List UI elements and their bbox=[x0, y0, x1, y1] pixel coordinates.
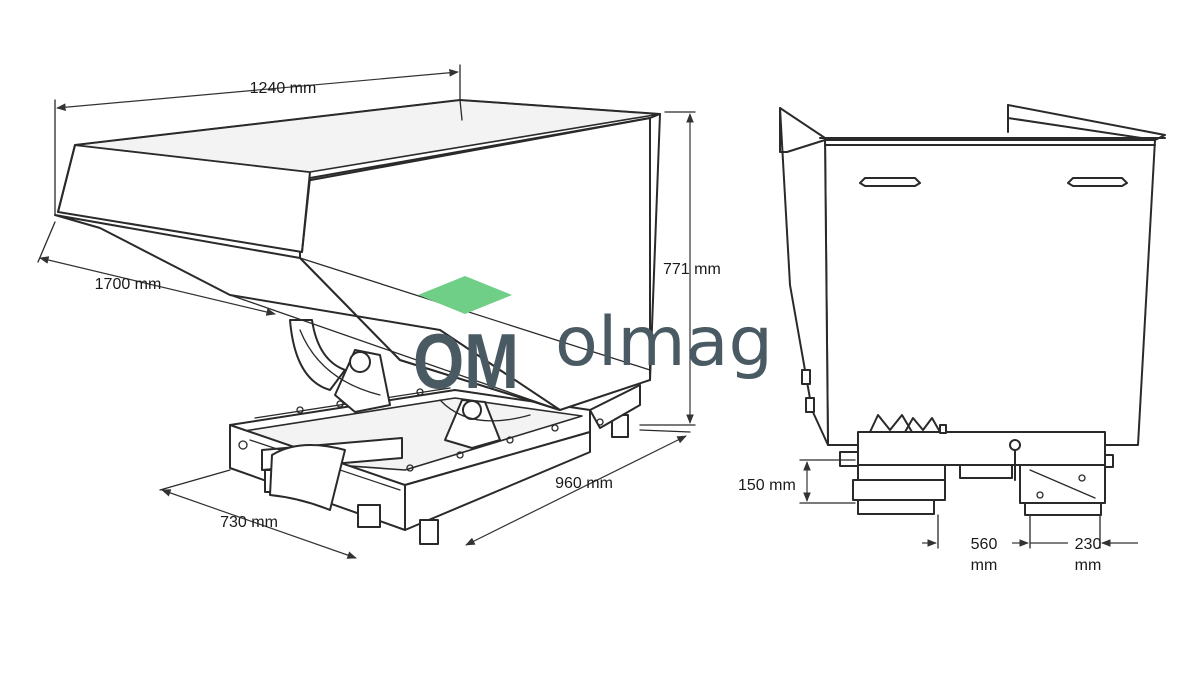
dim-height-label: 771 mm bbox=[663, 261, 721, 278]
handle-left bbox=[859, 177, 921, 187]
skip-front-view bbox=[779, 104, 1166, 516]
dim-width-top-label: 1240 mm bbox=[250, 80, 317, 97]
right-dimension-lines bbox=[799, 459, 1138, 549]
tipping-mechanism bbox=[289, 319, 531, 449]
logo-brand-name: olmag bbox=[555, 303, 773, 382]
left-dimension-lines bbox=[37, 64, 696, 559]
logo-diamond-icon bbox=[418, 276, 512, 314]
dim-base-width-label: 730 mm bbox=[220, 514, 278, 531]
base-frame bbox=[229, 387, 629, 545]
dim-fork-spacing-unit: mm bbox=[971, 557, 998, 574]
olmag-logo: OM olmag bbox=[413, 276, 773, 405]
dim-fork-spacing-value: 560 bbox=[971, 536, 998, 553]
dim-length-label: 1700 mm bbox=[95, 276, 162, 293]
front-base-frame bbox=[839, 414, 1114, 516]
left-dimension-labels: 1240 mm 1700 mm 771 mm 960 mm 730 mm bbox=[95, 80, 721, 531]
handle-right bbox=[1067, 177, 1128, 187]
dim-fork-width-unit: mm bbox=[1075, 557, 1102, 574]
dim-base-height-label: 150 mm bbox=[738, 477, 796, 494]
dim-fork-width-value: 230 bbox=[1075, 536, 1102, 553]
dim-base-depth-label: 960 mm bbox=[555, 475, 613, 492]
logo-monogram: OM bbox=[413, 317, 519, 405]
right-dimension-labels: 150 mm 560 mm 230 mm bbox=[738, 477, 1101, 574]
